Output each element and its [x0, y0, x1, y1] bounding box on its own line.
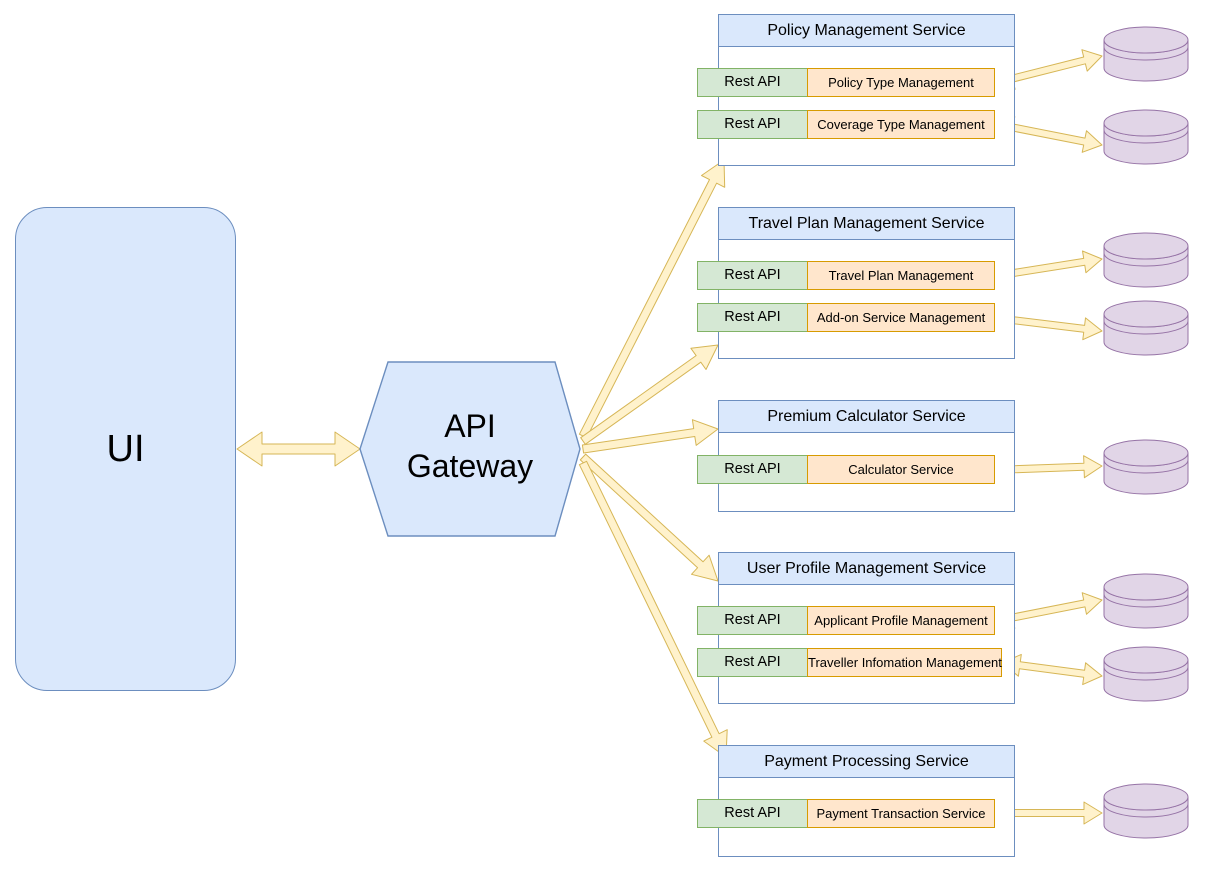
api-gateway-label-line2: Gateway [406, 448, 534, 484]
service-title: User Profile Management Service [719, 553, 1014, 585]
service-title: Policy Management Service [719, 15, 1014, 47]
api-row-applicant-profile[interactable]: Rest API Applicant Profile Management [697, 606, 995, 635]
service-title: Travel Plan Management Service [719, 208, 1014, 240]
ui-block[interactable]: UI [15, 207, 236, 691]
component-travel-plan-management: Travel Plan Management [807, 261, 995, 290]
api-gateway-hexagon[interactable] [359, 361, 581, 537]
rest-api-label: Rest API [697, 799, 808, 828]
component-coverage-type-management: Coverage Type Management [807, 110, 995, 139]
database-add-on-service [1103, 300, 1189, 356]
api-row-add-on-service[interactable]: Rest API Add-on Service Management [697, 303, 995, 332]
api-row-traveller-information[interactable]: Rest API Traveller Infomation Management [697, 648, 1002, 677]
component-traveller-information-management: Traveller Infomation Management [807, 648, 1002, 677]
component-policy-type-management: Policy Type Management [807, 68, 995, 97]
component-calculator-service: Calculator Service [807, 455, 995, 484]
rest-api-label: Rest API [697, 606, 808, 635]
arrow-gateway-travel-plan-service [580, 344, 719, 445]
database-applicant-profile [1103, 573, 1189, 629]
arrow-gateway-policy-service [578, 159, 726, 439]
rest-api-label: Rest API [697, 648, 808, 677]
api-row-policy-type[interactable]: Rest API Policy Type Management [697, 68, 995, 97]
rest-api-label: Rest API [697, 110, 808, 139]
component-add-on-service-management: Add-on Service Management [807, 303, 995, 332]
database-payment-transaction [1103, 783, 1189, 839]
api-row-payment-transaction[interactable]: Rest API Payment Transaction Service [697, 799, 995, 828]
arrow-gateway-user-profile-service [579, 453, 719, 582]
component-payment-transaction-service: Payment Transaction Service [807, 799, 995, 828]
rest-api-label: Rest API [697, 261, 808, 290]
api-row-coverage-type[interactable]: Rest API Coverage Type Management [697, 110, 995, 139]
api-row-calculator[interactable]: Rest API Calculator Service [697, 455, 995, 484]
api-row-travel-plan[interactable]: Rest API Travel Plan Management [697, 261, 995, 290]
api-gateway-label-line1: API [444, 408, 496, 444]
api-gateway-label: API Gateway [380, 406, 560, 486]
database-policy-type [1103, 26, 1189, 82]
component-applicant-profile-management: Applicant Profile Management [807, 606, 995, 635]
database-coverage-type [1103, 109, 1189, 165]
connector-arrows [236, 49, 1103, 825]
database-travel-plan [1103, 232, 1189, 288]
database-traveller-information [1103, 646, 1189, 702]
arrow-gateway-premium-service [581, 419, 719, 454]
rest-api-label: Rest API [697, 303, 808, 332]
service-title: Payment Processing Service [719, 746, 1014, 778]
ui-label: UI [106, 427, 145, 470]
service-title: Premium Calculator Service [719, 401, 1014, 433]
arrow-gateway-payment-service [578, 460, 728, 758]
rest-api-label: Rest API [697, 68, 808, 97]
arrow-ui-gateway [236, 431, 361, 467]
databases [1103, 26, 1189, 839]
database-calculator [1103, 439, 1189, 495]
rest-api-label: Rest API [697, 455, 808, 484]
arrow-traveller-information-db [1001, 653, 1103, 686]
